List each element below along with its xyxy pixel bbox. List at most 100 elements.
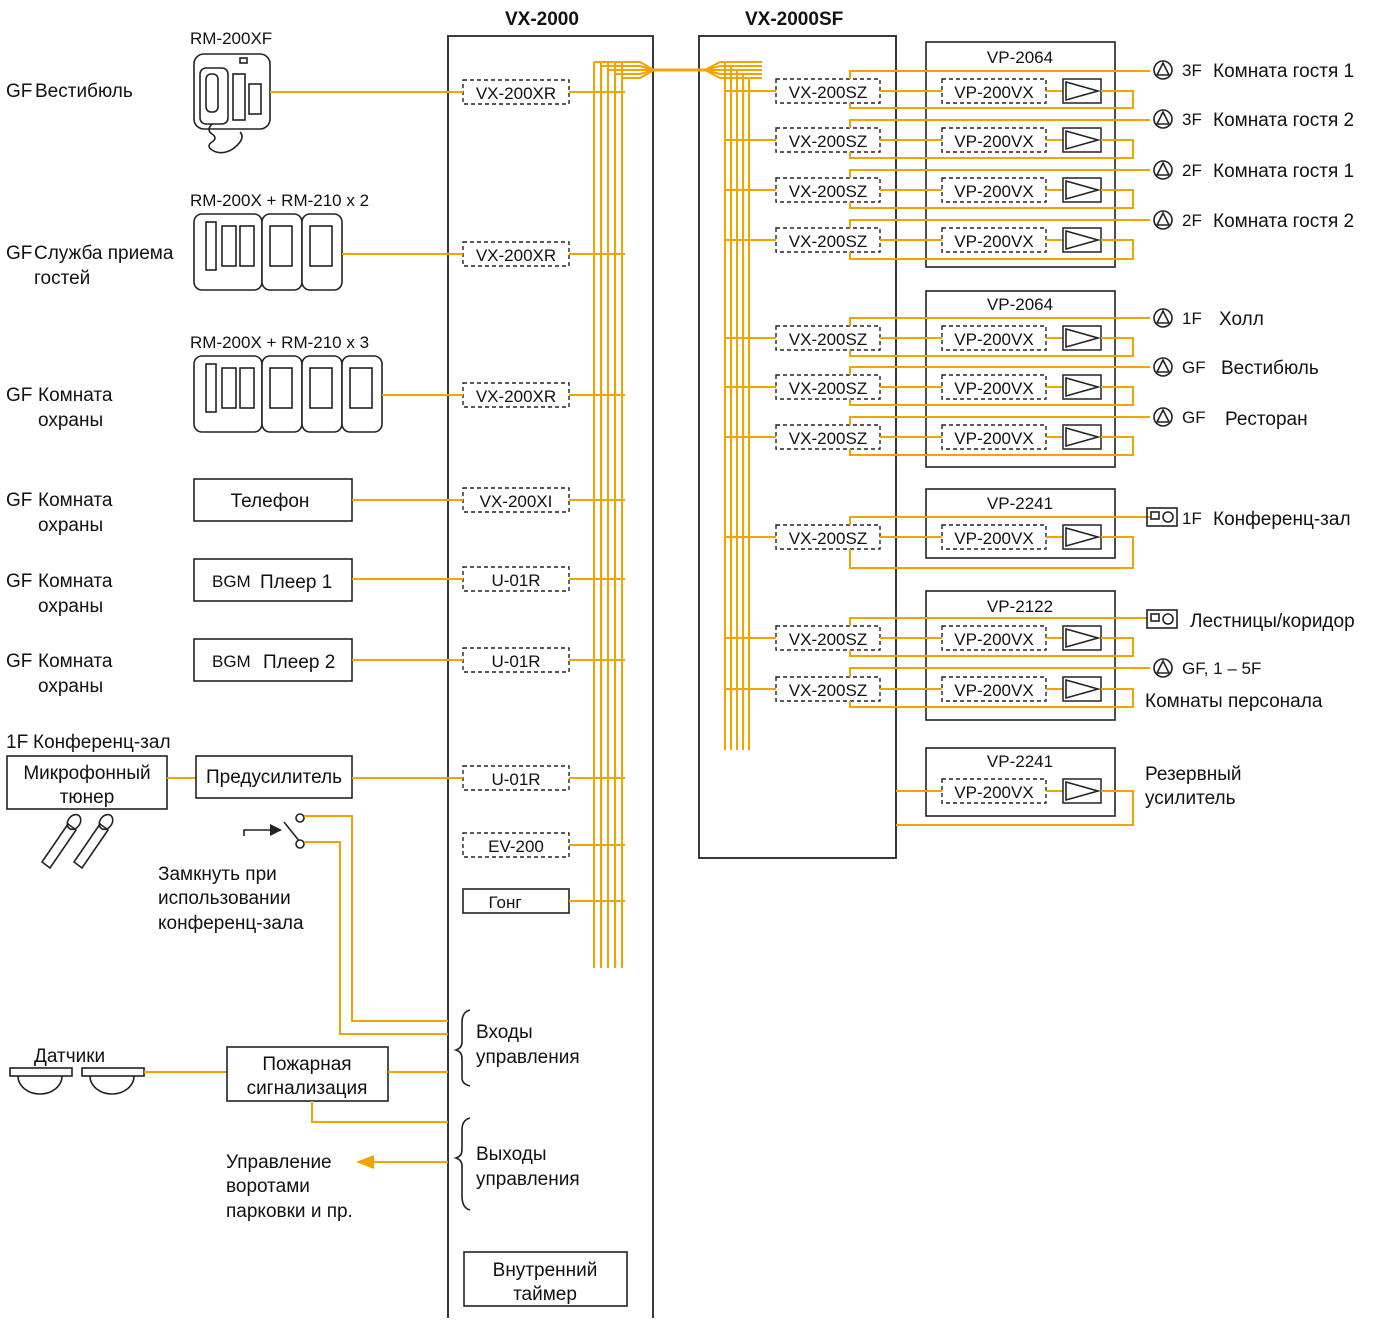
ctrl-in-l1: Входы	[476, 1022, 533, 1043]
speaker-icon	[1153, 407, 1173, 427]
switch-note-l1: Замкнуть при	[158, 864, 277, 885]
module-vx200xr-1: VX-200XR	[476, 84, 556, 103]
bgm1-name-l2: охраны	[38, 596, 103, 617]
svg-text:Ресторан: Ресторан	[1225, 409, 1308, 430]
module-vx200xr-3: VX-200XR	[476, 387, 556, 406]
input-phone: GF Комната охраны Телефон	[6, 478, 463, 536]
speaker-icon	[1153, 160, 1173, 180]
vx2000-rack: VX-2000	[447, 9, 654, 1318]
bgm2-pre: BGM	[212, 652, 251, 671]
security-floor: GF	[6, 385, 32, 406]
gate-l1: Управление	[226, 1152, 332, 1173]
input-lobby: GF Вестибюль RM-200XF	[6, 29, 463, 154]
fire-l2: сигнализация	[247, 1078, 368, 1099]
reception-device: RM-200X + RM-210 x 2	[190, 191, 369, 210]
svg-text:Холл: Холл	[1219, 309, 1264, 330]
svg-text:Комнаты персонала: Комнаты персонала	[1145, 691, 1323, 712]
zone-row: VX-200SZ VP-200VX	[725, 70, 1150, 109]
svg-text:1F: 1F	[1182, 509, 1202, 528]
svg-text:VX-200SZ: VX-200SZ	[789, 429, 867, 448]
spare-l1: Резервный	[1145, 764, 1241, 785]
zone-row: VX-200SZ VP-200VX	[725, 416, 1150, 456]
svg-text:VX-200SZ: VX-200SZ	[789, 630, 867, 649]
zone-gf-lobby: GF Вестибюль	[1153, 357, 1319, 379]
speaker-icon	[1153, 60, 1173, 80]
bus-vx2000sf	[704, 61, 762, 750]
gate-l2: воротами	[226, 1176, 310, 1197]
bus-vx2000	[593, 61, 655, 968]
ceiling-speaker-icon	[1146, 507, 1178, 527]
zone-row: VX-200SZ VP-200VX	[725, 617, 1148, 657]
reception-floor: GF	[6, 243, 32, 264]
frame-5-title: VP-2241	[987, 752, 1053, 771]
lobby-floor: GF	[6, 81, 32, 102]
svg-text:GF, 1 – 5F: GF, 1 – 5F	[1182, 659, 1261, 678]
svg-text:VP-200VX: VP-200VX	[954, 132, 1033, 151]
svg-text:VX-200SZ: VX-200SZ	[789, 379, 867, 398]
svg-text:1F: 1F	[1182, 309, 1202, 328]
module-ev200: EV-200	[488, 837, 544, 856]
zone-2f-room2: 2F Комната гостя 2	[1153, 210, 1354, 232]
svg-text:VX-200SZ: VX-200SZ	[789, 182, 867, 201]
tuner-l1: Микрофонный	[23, 763, 150, 784]
speaker-icon	[1153, 658, 1173, 678]
svg-text:VX-200SZ: VX-200SZ	[789, 330, 867, 349]
zone-row: VX-200SZ VP-200VX	[725, 667, 1150, 708]
gate-l3: парковки и пр.	[226, 1201, 353, 1222]
reception-name-l1: Служба приема	[34, 243, 174, 264]
zone-labels: 3F Комната гостя 1 3F Комната гостя 2 2F…	[1145, 60, 1355, 712]
zone-3f-room2: 3F Комната гостя 2	[1153, 109, 1354, 131]
phone-name-l1: Комната	[38, 490, 113, 511]
zone-rows: VX-200SZ VP-200VX VX-200SZ VP-200VX	[725, 70, 1241, 826]
svg-text:2F: 2F	[1182, 211, 1202, 230]
phone-device: Телефон	[231, 491, 310, 512]
bgm1-name-l1: Комната	[38, 571, 113, 592]
bgm2-name-l1: Комната	[38, 651, 113, 672]
zone-staff: GF, 1 – 5F Комнаты персонала	[1145, 658, 1323, 712]
zone-row: VX-200SZ VP-200VX	[725, 516, 1150, 569]
timer-l1: Внутренний	[493, 1260, 598, 1281]
phone-name-l2: охраны	[38, 515, 103, 536]
input-security: GF Комната охраны RM-200X + RM-210 x 3	[6, 333, 463, 433]
svg-text:VP-200VX: VP-200VX	[954, 330, 1033, 349]
security-name-l1: Комната	[38, 385, 113, 406]
spare-row: VP-200VX Резервный усилитель	[896, 764, 1241, 826]
zone-stairs: Лестницы/коридор	[1146, 609, 1355, 632]
svg-text:Комната гостя 1: Комната гостя 1	[1213, 161, 1354, 182]
reception-name-l2: гостей	[34, 268, 90, 289]
zone-3f-room1: 3F Комната гостя 1	[1153, 60, 1354, 82]
ctrl-out-l1: Выходы	[476, 1144, 547, 1165]
svg-text:VP-200VX: VP-200VX	[954, 630, 1033, 649]
svg-text:VP-200VX: VP-200VX	[954, 783, 1033, 802]
frame-3-title: VP-2241	[987, 494, 1053, 513]
lobby-device: RM-200XF	[190, 29, 272, 48]
svg-text:Комната гостя 2: Комната гостя 2	[1213, 110, 1354, 131]
module-u01r-2: U-01R	[491, 652, 540, 671]
input-bgm2: GF Комната охраны BGM Плеер 2	[6, 638, 463, 697]
frame-1-title: VP-2064	[987, 48, 1053, 67]
svg-text:VP-200VX: VP-200VX	[954, 83, 1033, 102]
vx2000-title: VX-2000	[505, 9, 579, 30]
svg-text:3F: 3F	[1182, 110, 1202, 129]
zone-1f-hall: 1F Холл	[1153, 308, 1264, 330]
svg-text:Комната гостя 2: Комната гостя 2	[1213, 211, 1354, 232]
zone-row: VX-200SZ VP-200VX	[725, 317, 1150, 357]
lobby-name: Вестибюль	[35, 81, 133, 102]
frame-4-title: VP-2122	[987, 597, 1053, 616]
switch: Замкнуть при использовании конференц-зал…	[158, 813, 448, 1035]
svg-text:VP-200VX: VP-200VX	[954, 681, 1033, 700]
zone-2f-room1: 2F Комната гостя 1	[1153, 160, 1354, 182]
switch-note-l3: конференц-зала	[158, 913, 304, 934]
module-u01r-1: U-01R	[491, 571, 540, 590]
zone-row: VX-200SZ VP-200VX	[725, 366, 1150, 406]
svg-text:VP-200VX: VP-200VX	[954, 429, 1033, 448]
ctrl-out-l2: управления	[476, 1169, 580, 1190]
speaker-icon	[1153, 210, 1173, 230]
console-icon	[193, 355, 383, 433]
conf-floor: 1F	[6, 732, 28, 753]
microphone-icon	[40, 813, 114, 870]
bgm2-device: Плеер 2	[263, 652, 335, 673]
input-bgm1: GF Комната охраны BGM Плеер 1	[6, 558, 463, 617]
module-vx200xr-2: VX-200XR	[476, 246, 556, 265]
